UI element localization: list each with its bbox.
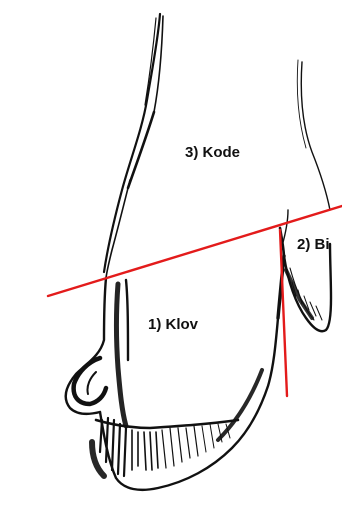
leg-outline <box>104 14 163 278</box>
reference-lines <box>48 206 342 396</box>
dewclaw-outline <box>284 60 331 331</box>
label-kode: 3) Kode <box>185 144 240 161</box>
sole-hatching <box>92 418 238 476</box>
label-klov: 1) Klov <box>148 316 199 333</box>
label-bi: 2) Bi <box>297 236 330 253</box>
hoof-outline <box>66 210 288 490</box>
